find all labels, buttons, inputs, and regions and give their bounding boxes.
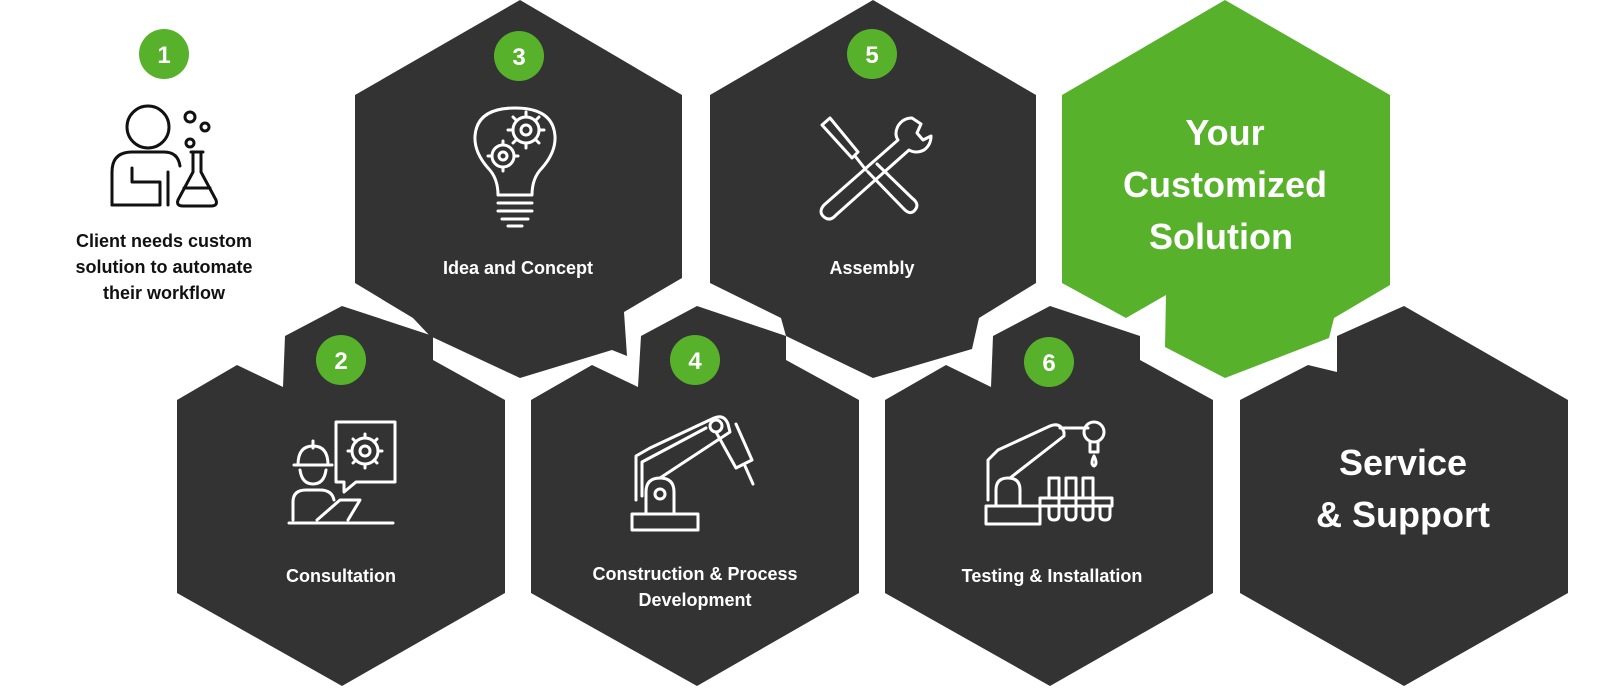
svg-text:& Support: & Support: [1316, 494, 1490, 535]
step-6-label: Testing & Installation: [962, 566, 1143, 586]
svg-text:2: 2: [334, 348, 347, 375]
svg-text:Solution: Solution: [1149, 216, 1293, 257]
robotic-arm-icon: [630, 415, 755, 532]
badge-step-2: 2: [316, 335, 366, 385]
badge-step-4: 4: [670, 335, 720, 385]
svg-text:Client needs custom: Client needs custom: [76, 231, 252, 251]
wrench-screwdriver-icon: [819, 116, 933, 221]
step-3-label: Idea and Concept: [443, 258, 593, 278]
step-2-label: Consultation: [286, 566, 396, 586]
badge-step-5: 5: [847, 29, 897, 79]
service-support-title: Service & Support: [1316, 442, 1490, 535]
hexagon-service-support: [1240, 306, 1568, 686]
svg-text:Development: Development: [638, 590, 751, 610]
svg-text:solution to automate: solution to automate: [76, 257, 253, 277]
hexagon-step-3: [355, 0, 682, 378]
badge-step-1: 1: [139, 29, 189, 79]
svg-text:Construction & Process: Construction & Process: [592, 564, 797, 584]
svg-text:Your: Your: [1185, 112, 1264, 153]
svg-text:1: 1: [157, 42, 170, 69]
svg-text:5: 5: [865, 42, 878, 69]
client-scientist-icon: [110, 104, 218, 208]
svg-text:their workflow: their workflow: [103, 283, 226, 303]
svg-text:3: 3: [512, 44, 525, 71]
svg-text:4: 4: [688, 348, 702, 375]
badge-step-6: 6: [1024, 337, 1074, 387]
hexagon-customized-solution: [1062, 0, 1390, 378]
step-4-label: Construction & Process Development: [592, 564, 797, 610]
engineer-consultation-icon: [287, 420, 397, 525]
hexagon-step-2: [177, 306, 505, 686]
svg-text:Service: Service: [1339, 442, 1467, 483]
hexagon-step-4: [531, 306, 859, 686]
svg-text:6: 6: [1042, 350, 1055, 377]
robot-test-tubes-icon: [984, 420, 1114, 526]
hexagon-step-5: [710, 0, 1036, 378]
customized-solution-title: Your Customized Solution: [1123, 112, 1327, 257]
step-5-label: Assembly: [829, 258, 914, 278]
svg-text:Customized: Customized: [1123, 164, 1327, 205]
badge-step-3: 3: [494, 31, 544, 81]
start-label: Client needs custom solution to automate…: [76, 231, 253, 303]
lightbulb-gears-icon: [473, 106, 557, 228]
